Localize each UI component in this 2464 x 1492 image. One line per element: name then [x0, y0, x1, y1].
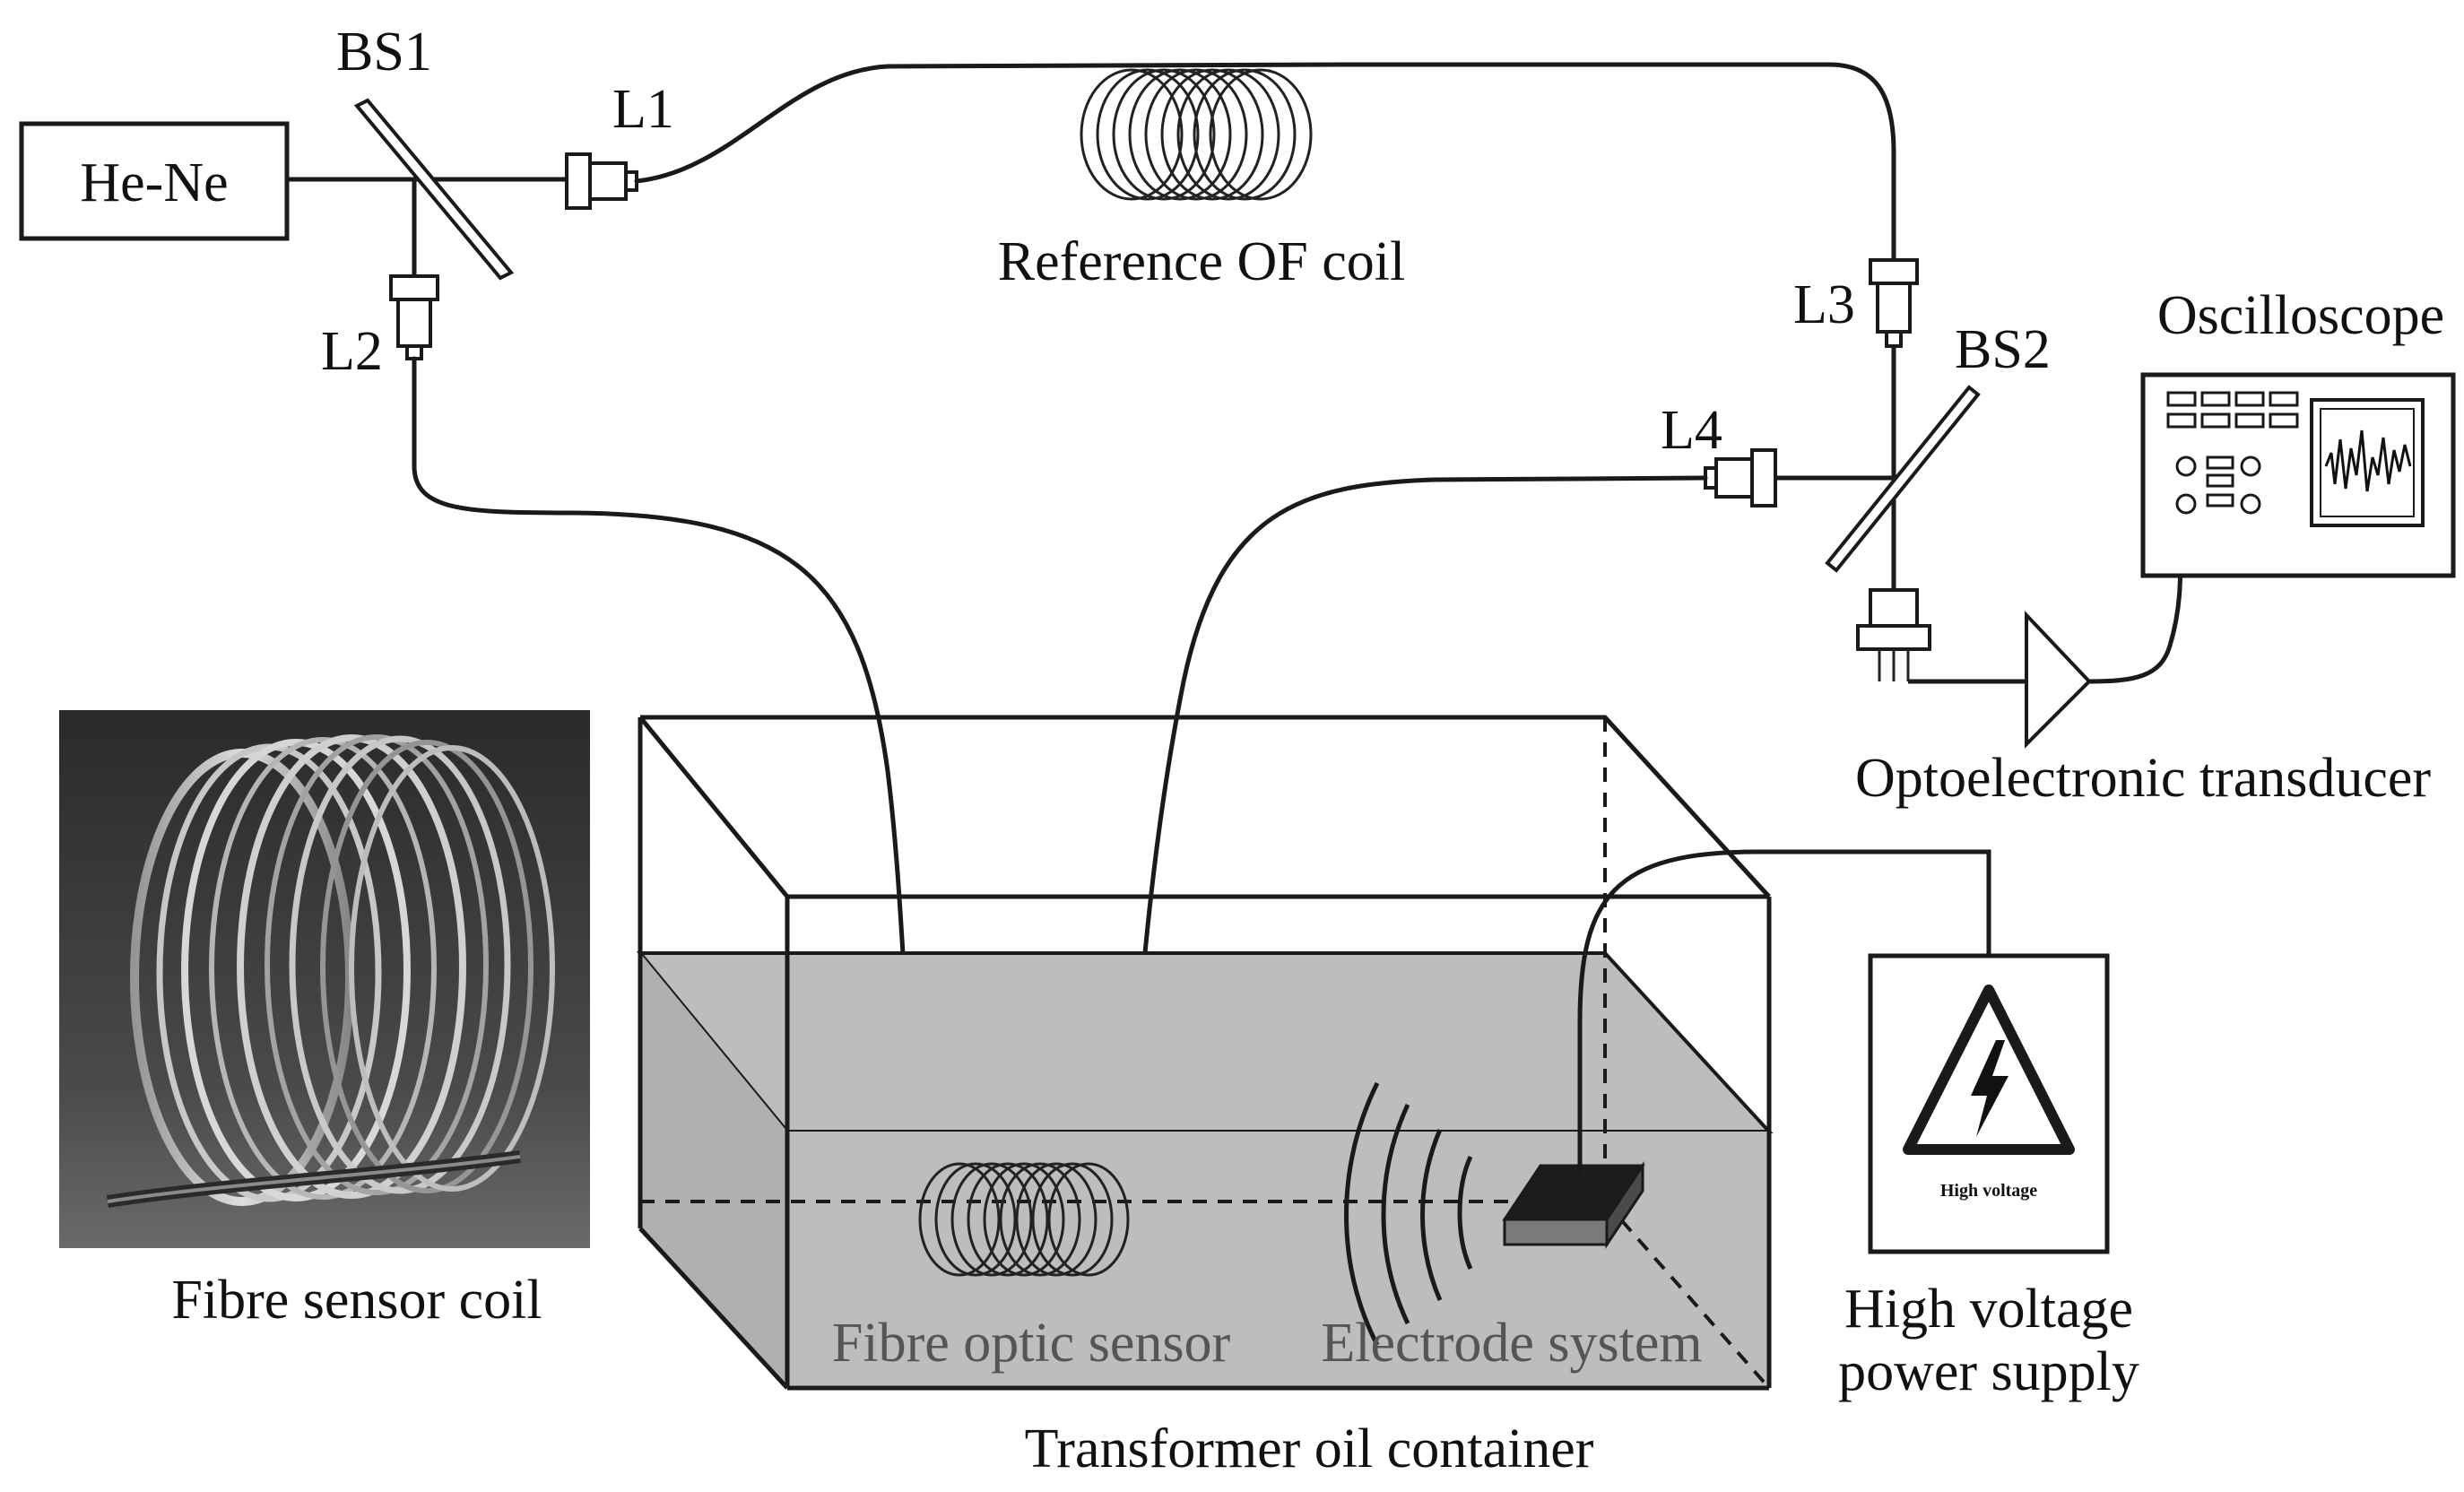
l3-label: L3: [1793, 274, 1855, 335]
amplifier-icon: [2025, 610, 2092, 749]
high-voltage-power-supply: High voltage High voltage power supply: [1838, 953, 2139, 1402]
oil-surface: [636, 951, 1774, 1133]
bs1-label: BS1: [336, 22, 432, 82]
high-voltage-wire: [1577, 849, 1991, 1182]
electrode-system-label: Electrode system: [1321, 1313, 1702, 1374]
bs2-label: BS2: [1955, 319, 2051, 380]
oil-left-face: [640, 953, 787, 1388]
lightning-bolt-icon: [1971, 1040, 2009, 1137]
fibre-optic-sensor-label: Fibre optic sensor: [832, 1313, 1231, 1374]
high-voltage-warning-icon: [1903, 985, 2075, 1155]
power-supply-label-line2: power supply: [1838, 1341, 2139, 1402]
transducer-label: Optoelectronic transducer: [1855, 748, 2431, 809]
fibre-sensor-coil-label: Fibre sensor coil: [171, 1270, 542, 1331]
warning-sign-label: High voltage: [1940, 1181, 2037, 1201]
fibre-optic-sensor: Fibre optic sensor: [832, 1162, 1231, 1374]
box-top-back: [640, 715, 1771, 898]
electrode-system: Electrode system: [1321, 1081, 1703, 1374]
waveform-icon: [2324, 429, 2412, 492]
oscilloscope-screen: [2310, 398, 2425, 527]
lens-l4: L4: [1661, 400, 1777, 507]
optoelectronic-transducer: Optoelectronic transducer: [1855, 588, 2431, 809]
reference-coil-label: Reference OF coil: [998, 231, 1405, 292]
beam-splitter-1: BS1: [336, 22, 515, 281]
he-ne-laser: He-Ne: [19, 121, 290, 241]
oscilloscope-buttons: [2166, 391, 2299, 515]
l4-label: L4: [1661, 400, 1722, 461]
power-supply-label-line1: High voltage: [1844, 1279, 2133, 1340]
fibre-sensor-coil-photo: Fibre sensor coil: [59, 710, 590, 1331]
lens-l3: L3: [1793, 258, 1919, 348]
beam-splitter-2: BS2: [1825, 319, 2051, 573]
acoustic-waves-icon: [1344, 1081, 1473, 1347]
lens-l1: L1: [565, 79, 674, 210]
l1-label: L1: [612, 79, 674, 140]
oscilloscope: Oscilloscope: [2140, 285, 2456, 578]
he-ne-label: He-Ne: [80, 152, 228, 213]
container-label: Transformer oil container: [1025, 1418, 1594, 1479]
box-bottom-left-edge: [638, 1227, 789, 1390]
l2-label: L2: [321, 321, 383, 382]
lens-l2: L2: [321, 274, 439, 382]
reference-fiber: [634, 62, 1896, 263]
oscilloscope-label: Oscilloscope: [2157, 285, 2444, 346]
reference-coil: Reference OF coil: [998, 68, 1405, 292]
box-hidden-diagonal-edge: [1603, 1200, 1771, 1390]
box-top-front: [638, 716, 1769, 899]
